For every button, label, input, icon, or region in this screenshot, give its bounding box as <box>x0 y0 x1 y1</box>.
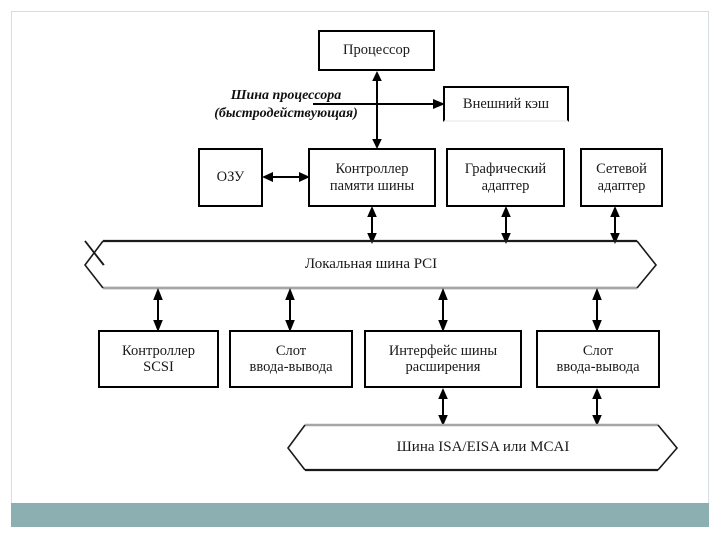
box-processor[interactable]: Процессор <box>318 30 435 71</box>
bus-band-pci[interactable]: Локальная шина PCI <box>84 238 658 292</box>
processor-bus-caption-line1: Шина процессора <box>230 88 342 103</box>
box-processor-label: Процессор <box>343 42 410 59</box>
arrow-network-adapter-to-pci <box>608 206 622 244</box>
arrow-memory-controller-to-pci <box>365 206 379 244</box>
box-ram-label: ОЗУ <box>216 169 245 186</box>
arrow-processor-to-memory-controller <box>370 71 384 149</box>
box-ram[interactable]: ОЗУ <box>198 148 263 207</box>
arrow-pci-to-expansion-bus-interface <box>436 288 450 332</box>
footer-decorative-band <box>11 503 709 527</box>
processor-bus-caption-line2: (быстродействующая) <box>214 105 358 121</box>
processor-bus-caption: Шина процессора (быстродействующая) <box>196 87 376 122</box>
bus-band-isa-label: Шина ISA/EISA или MCAI <box>396 439 570 455</box>
box-external-cache[interactable]: Внешний кэш <box>443 86 569 122</box>
arrow-ram-to-memory-controller <box>262 170 310 184</box>
arrow-pci-to-scsi-controller <box>151 288 165 332</box>
bus-band-pci-label: Локальная шина PCI <box>304 256 438 272</box>
arrow-expansion-bus-interface-to-isa <box>436 388 450 426</box>
box-external-cache-label: Внешний кэш <box>462 95 550 112</box>
arrow-io-slot-right-to-isa <box>590 388 604 426</box>
arrow-bus-to-external-cache <box>313 98 445 110</box>
arrow-pci-to-io-slot-right <box>590 288 604 332</box>
arrow-graphics-adapter-to-pci <box>499 206 513 244</box>
bus-band-isa[interactable]: Шина ISA/EISA или MCAI <box>287 422 679 474</box>
arrow-pci-to-io-slot-left <box>283 288 297 332</box>
